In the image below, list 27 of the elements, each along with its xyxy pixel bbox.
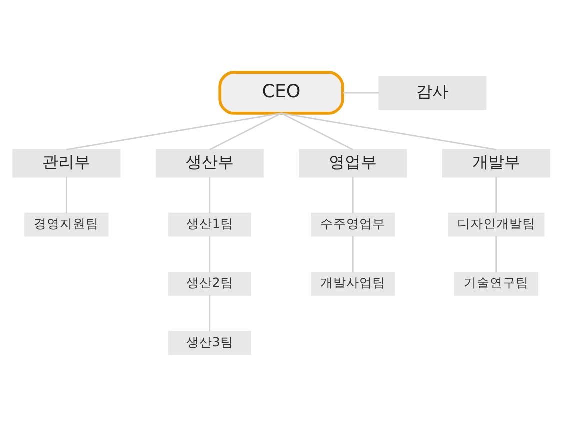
node-box: 감사 [378,75,487,110]
node-box: 개발사업팀 [311,272,396,296]
node-box: 생산2팀 [168,272,252,296]
node-box: 관리부 [12,148,121,178]
connector [209,294,211,332]
connector [66,112,282,150]
connector [209,236,211,272]
node-box: 경영지원팀 [24,212,109,236]
connector [210,112,282,150]
node-box: 디자인개발팀 [448,212,545,236]
node-box: 생산1팀 [168,212,252,236]
connector [496,236,498,272]
node-box: 영업부 [299,148,408,178]
connector [209,176,211,213]
node-box: 생산부 [156,148,264,178]
node-box: 생산3팀 [168,330,252,355]
node-box: 개발부 [442,148,550,178]
connector [281,112,496,150]
connector [496,176,498,213]
node-box: CEO [218,70,344,114]
connector [352,176,354,213]
node-box: 수주영업부 [311,212,396,236]
node-box: 기술연구팀 [454,272,538,296]
connector [343,92,380,94]
connector [281,112,354,150]
connector [352,236,354,272]
connector [66,176,68,213]
